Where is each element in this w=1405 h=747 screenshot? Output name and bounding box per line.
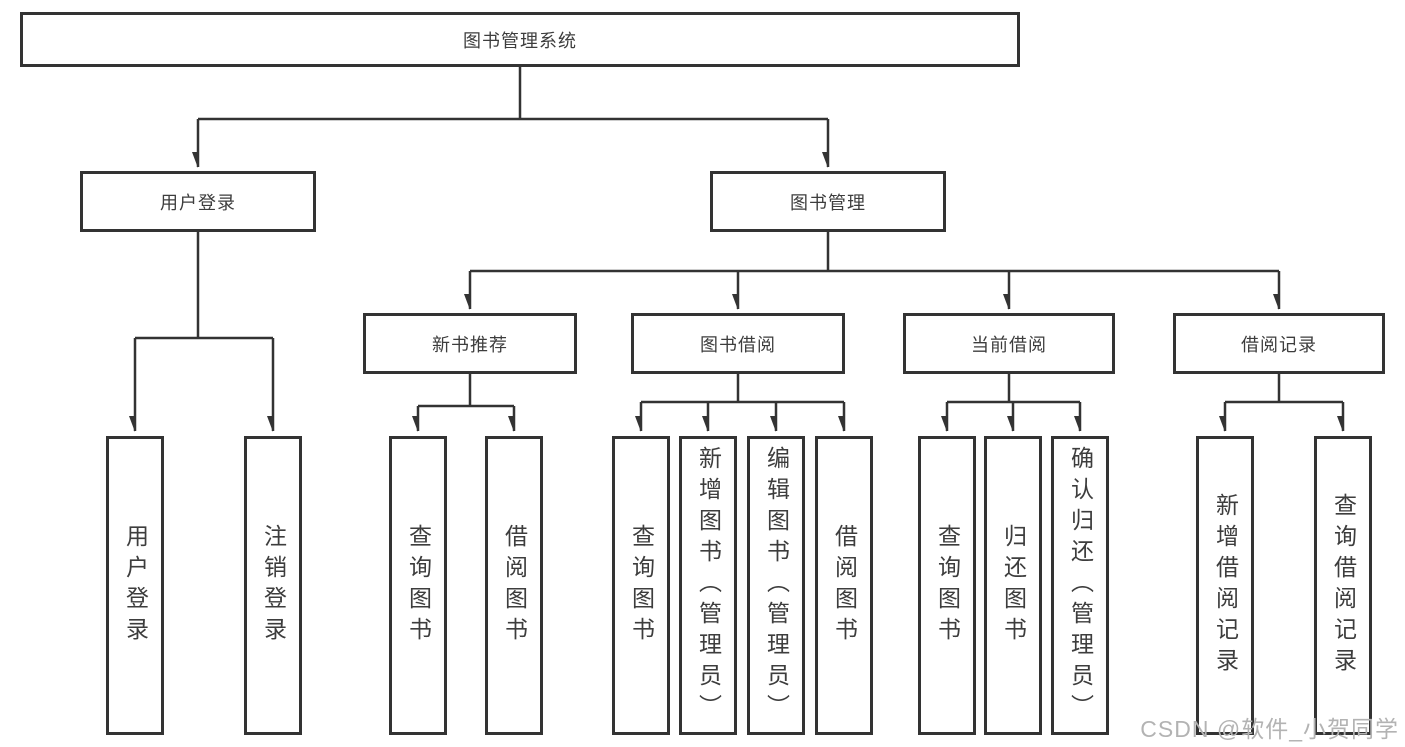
leaf-borrow-books: 借阅图书 [815, 436, 873, 735]
leaf-query-books: 查询图书 [918, 436, 976, 735]
node-label: 查询借阅记录 [1330, 492, 1357, 679]
leaf-query-books: 查询图书 [389, 436, 447, 735]
node-label: 用户登录 [160, 192, 236, 213]
node-label: 图书借阅 [700, 334, 776, 355]
node-label: 图书管理 [790, 192, 866, 213]
leaf-confirm-return-admin: 确认归还（管理员） [1051, 436, 1109, 735]
leaf-query-books: 查询图书 [612, 436, 670, 735]
node-label: 编辑图书（管理员） [763, 446, 790, 725]
node-label: 新书推荐 [432, 334, 508, 355]
leaf-borrow-books: 借阅图书 [485, 436, 543, 735]
node-book-borrow: 图书借阅 [631, 313, 845, 374]
node-label: 当前借阅 [971, 334, 1047, 355]
node-user-login: 用户登录 [80, 171, 316, 232]
node-label: 借阅图书 [831, 523, 858, 648]
leaf-return-books: 归还图书 [984, 436, 1042, 735]
node-label: 确认归还（管理员） [1067, 446, 1094, 725]
leaf-add-books-admin: 新增图书（管理员） [679, 436, 737, 735]
node-label: 归还图书 [1000, 523, 1027, 648]
leaf-user-login: 用户登录 [106, 436, 164, 735]
leaf-query-borrow-record: 查询借阅记录 [1314, 436, 1372, 735]
node-library-management-system: 图书管理系统 [20, 12, 1020, 67]
node-label: 新增借阅记录 [1212, 492, 1239, 679]
node-label: 图书管理系统 [463, 30, 577, 51]
leaf-edit-books-admin: 编辑图书（管理员） [747, 436, 805, 735]
node-label: 用户登录 [122, 523, 149, 648]
leaf-add-borrow-record: 新增借阅记录 [1196, 436, 1254, 735]
node-current-borrow: 当前借阅 [903, 313, 1115, 374]
node-label: 查询图书 [934, 523, 961, 648]
csdn-watermark: CSDN @软件_小贺同学 [1140, 716, 1399, 742]
node-label: 借阅记录 [1241, 334, 1317, 355]
node-book-management: 图书管理 [710, 171, 946, 232]
node-borrow-records: 借阅记录 [1173, 313, 1385, 374]
node-label: 新增图书（管理员） [695, 446, 722, 725]
node-label: 注销登录 [260, 523, 287, 648]
node-new-book-recommend: 新书推荐 [363, 313, 577, 374]
node-label: 查询图书 [405, 523, 432, 648]
node-label: 查询图书 [628, 523, 655, 648]
leaf-logout: 注销登录 [244, 436, 302, 735]
node-label: 借阅图书 [501, 523, 528, 648]
